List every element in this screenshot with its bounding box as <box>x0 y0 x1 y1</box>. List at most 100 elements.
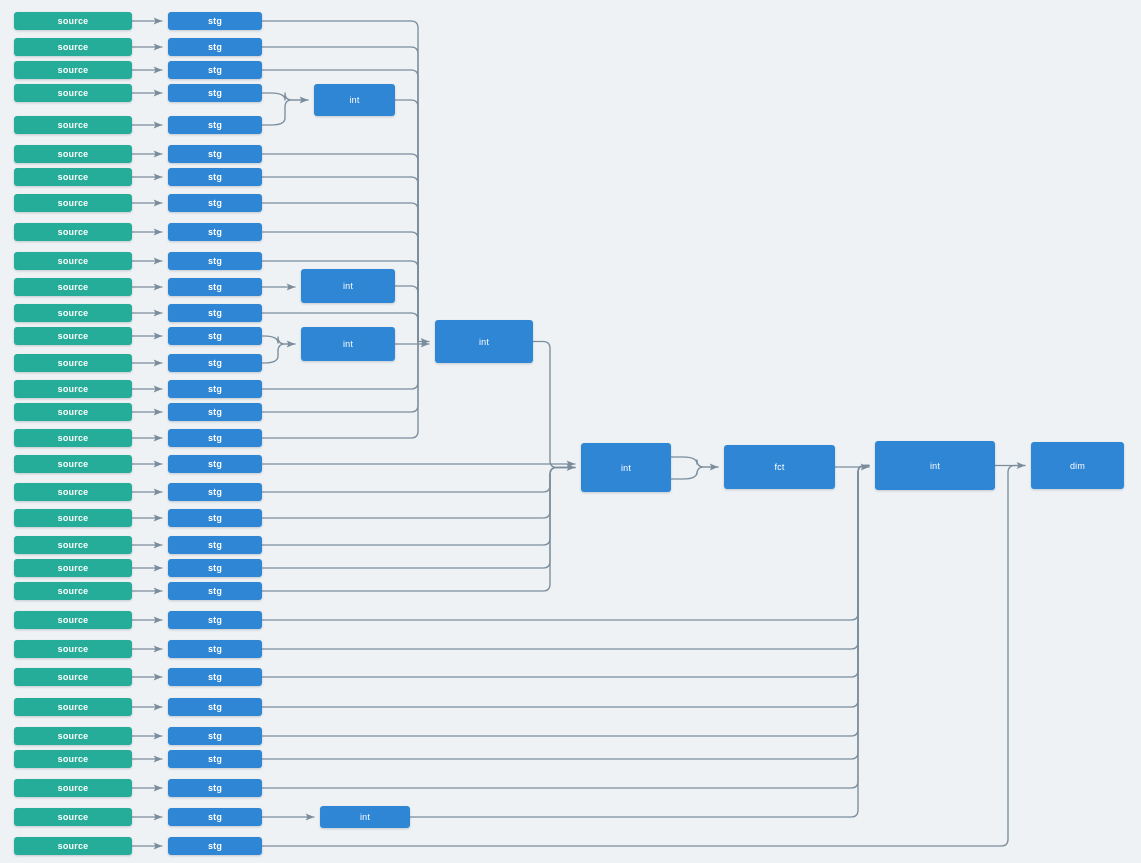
intermediate-node-7[interactable]: int <box>320 806 410 828</box>
staging-node-27[interactable]: stg <box>168 698 262 716</box>
source-node-21[interactable]: source <box>14 536 132 554</box>
staging-node-26[interactable]: stg <box>168 668 262 686</box>
staging-node-4[interactable]: stg <box>168 84 262 102</box>
source-node-20[interactable]: source <box>14 509 132 527</box>
staging-node-23[interactable]: stg <box>168 582 262 600</box>
staging-node-22[interactable]: stg <box>168 559 262 577</box>
source-node-14[interactable]: source <box>14 354 132 372</box>
intermediate-node-4[interactable]: int <box>435 320 533 363</box>
node-label: stg <box>207 407 223 417</box>
source-node-29[interactable]: source <box>14 750 132 768</box>
source-node-32[interactable]: source <box>14 837 132 855</box>
source-node-6[interactable]: source <box>14 145 132 163</box>
staging-node-9[interactable]: stg <box>168 223 262 241</box>
source-node-4[interactable]: source <box>14 84 132 102</box>
staging-node-12[interactable]: stg <box>168 304 262 322</box>
staging-node-15[interactable]: stg <box>168 380 262 398</box>
source-node-8[interactable]: source <box>14 194 132 212</box>
node-label: stg <box>207 487 223 497</box>
source-node-26[interactable]: source <box>14 668 132 686</box>
staging-node-17[interactable]: stg <box>168 429 262 447</box>
source-node-31[interactable]: source <box>14 808 132 826</box>
source-node-15[interactable]: source <box>14 380 132 398</box>
staging-node-14[interactable]: stg <box>168 354 262 372</box>
edge-int-e-to-fct-top <box>670 456 719 471</box>
source-node-23[interactable]: source <box>14 582 132 600</box>
node-label: stg <box>207 513 223 523</box>
source-node-9[interactable]: source <box>14 223 132 241</box>
node-label: source <box>57 702 89 712</box>
edge-stg4-to-int-a <box>261 92 309 104</box>
staging-node-7[interactable]: stg <box>168 168 262 186</box>
intermediate-node-6[interactable]: int <box>875 441 995 490</box>
staging-node-21[interactable]: stg <box>168 536 262 554</box>
staging-node-5[interactable]: stg <box>168 116 262 134</box>
node-label: stg <box>207 16 223 26</box>
source-node-27[interactable]: source <box>14 698 132 716</box>
staging-node-11[interactable]: stg <box>168 278 262 296</box>
source-node-22[interactable]: source <box>14 559 132 577</box>
edge-int-g-to-int-f <box>409 464 870 818</box>
staging-node-28[interactable]: stg <box>168 727 262 745</box>
source-node-24[interactable]: source <box>14 611 132 629</box>
source-node-28[interactable]: source <box>14 727 132 745</box>
source-node-13[interactable]: source <box>14 327 132 345</box>
source-node-3[interactable]: source <box>14 61 132 79</box>
node-label: source <box>57 644 89 654</box>
source-node-5[interactable]: source <box>14 116 132 134</box>
staging-node-18[interactable]: stg <box>168 455 262 473</box>
edge-stg3-to-bus-upper <box>261 69 419 343</box>
node-label: stg <box>207 120 223 130</box>
source-node-10[interactable]: source <box>14 252 132 270</box>
source-node-7[interactable]: source <box>14 168 132 186</box>
staging-node-31[interactable]: stg <box>168 808 262 826</box>
source-node-1[interactable]: source <box>14 12 132 30</box>
source-node-16[interactable]: source <box>14 403 132 421</box>
staging-node-2[interactable]: stg <box>168 38 262 56</box>
staging-node-30[interactable]: stg <box>168 779 262 797</box>
intermediate-node-1[interactable]: int <box>314 84 395 116</box>
source-node-2[interactable]: source <box>14 38 132 56</box>
node-label: int <box>359 812 371 822</box>
staging-node-10[interactable]: stg <box>168 252 262 270</box>
source-node-11[interactable]: source <box>14 278 132 296</box>
node-label: dim <box>1069 460 1086 471</box>
staging-node-8[interactable]: stg <box>168 194 262 212</box>
staging-node-25[interactable]: stg <box>168 640 262 658</box>
staging-node-1[interactable]: stg <box>168 12 262 30</box>
intermediate-node-3[interactable]: int <box>301 327 395 361</box>
edge-stg13-to-int-c <box>261 335 296 348</box>
node-label: source <box>57 783 89 793</box>
node-label: stg <box>207 149 223 159</box>
staging-node-19[interactable]: stg <box>168 483 262 501</box>
edge-int-b-to-bus-upper <box>394 285 419 343</box>
staging-node-13[interactable]: stg <box>168 327 262 345</box>
edge-stg28-to-int-f <box>261 464 870 737</box>
staging-node-32[interactable]: stg <box>168 837 262 855</box>
staging-node-24[interactable]: stg <box>168 611 262 629</box>
source-node-12[interactable]: source <box>14 304 132 322</box>
source-node-18[interactable]: source <box>14 455 132 473</box>
staging-node-3[interactable]: stg <box>168 61 262 79</box>
node-label: stg <box>207 65 223 75</box>
source-node-19[interactable]: source <box>14 483 132 501</box>
staging-node-29[interactable]: stg <box>168 750 262 768</box>
fact-node[interactable]: fct <box>724 445 835 489</box>
node-label: stg <box>207 308 223 318</box>
node-label: stg <box>207 227 223 237</box>
node-label: source <box>57 358 89 368</box>
node-label: stg <box>207 672 223 682</box>
staging-node-6[interactable]: stg <box>168 145 262 163</box>
source-node-17[interactable]: source <box>14 429 132 447</box>
staging-node-20[interactable]: stg <box>168 509 262 527</box>
source-node-30[interactable]: source <box>14 779 132 797</box>
node-label: source <box>57 227 89 237</box>
intermediate-node-5[interactable]: int <box>581 443 671 492</box>
node-label: source <box>57 487 89 497</box>
intermediate-node-2[interactable]: int <box>301 269 395 303</box>
staging-node-16[interactable]: stg <box>168 403 262 421</box>
source-node-25[interactable]: source <box>14 640 132 658</box>
node-label: source <box>57 812 89 822</box>
dimension-node[interactable]: dim <box>1031 442 1124 489</box>
